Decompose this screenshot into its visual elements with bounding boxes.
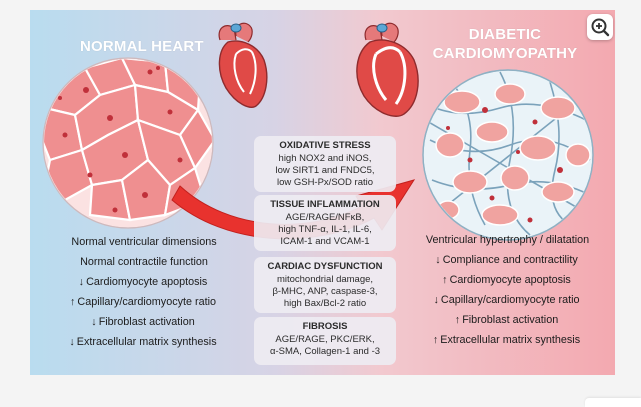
list-item-text: Cardiomyocyte apoptosis: [449, 274, 571, 286]
trend-arrow: ↑: [454, 314, 461, 326]
box-line: high Bax/Bcl-2 ratio: [283, 298, 367, 309]
normal-heart-title: NORMAL HEART: [80, 38, 204, 55]
list-item: Normal ventricular dimensions: [30, 232, 256, 252]
list-item-text: Extracellular matrix synthesis: [76, 336, 217, 348]
list-item-text: Normal contractile function: [80, 256, 208, 268]
oxidative-stress-box: OXIDATIVE STRESS high NOX2 and iNOS, low…: [254, 136, 396, 192]
box-line: low SIRT1 and FNDC5,: [275, 165, 375, 176]
trend-arrow: ↓: [78, 276, 85, 288]
cardiac-dysfunction-box: CARDIAC DYSFUNCTION mitochondrial damage…: [254, 257, 396, 313]
page-corner-tab: [585, 398, 641, 407]
box-heading: OXIDATIVE STRESS: [279, 140, 371, 151]
trend-arrow: ↑: [69, 296, 76, 308]
list-item: ↑Extracellular matrix synthesis: [398, 330, 615, 350]
list-item: ↓Capillary/cardiomyocyte ratio: [398, 290, 615, 310]
list-item: ↓Cardiomyocyte apoptosis: [30, 272, 256, 292]
box-line: low GSH-Px/SOD ratio: [276, 177, 374, 188]
trend-arrow: ↓: [433, 294, 439, 306]
box-line: AGE/RAGE, PKC/ERK,: [275, 334, 375, 345]
list-item-text: Normal ventricular dimensions: [71, 236, 217, 248]
box-line: AGE/RAGE/NFκB,: [285, 212, 365, 223]
normal-tissue-icon: [42, 57, 214, 229]
box-line: high TNF-α, IL-1, IL-6,: [278, 224, 372, 235]
list-item-text: Ventricular hypertrophy / dilatation: [425, 234, 590, 246]
diabetic-heart-icon: [356, 22, 419, 117]
normal-heart-features: Normal ventricular dimensions Normal con…: [30, 232, 256, 352]
trend-arrow: ↑: [442, 274, 448, 286]
illustration-layer: [42, 22, 594, 241]
list-item: Normal contractile function: [30, 252, 256, 272]
box-heading: FIBROSIS: [302, 321, 348, 332]
box-heading: TISSUE INFLAMMATION: [270, 199, 380, 210]
fibrosis-box: FIBROSIS AGE/RAGE, PKC/ERK, α-SMA, Colla…: [254, 317, 396, 365]
zoom-in-icon: [591, 18, 610, 37]
list-item-text: Cardiomyocyte apoptosis: [86, 276, 208, 288]
list-item-text: Capillary/cardiomyocyte ratio: [440, 294, 580, 306]
zoom-in-button[interactable]: [587, 14, 613, 40]
list-item-text: Fibroblast activation: [462, 314, 559, 326]
trend-arrow: ↓: [435, 254, 441, 266]
list-item: ↑Capillary/cardiomyocyte ratio: [30, 292, 256, 312]
list-item: ↑Fibroblast activation: [398, 310, 615, 330]
trend-arrow: ↓: [69, 336, 75, 348]
title-line-1: DIABETIC: [468, 26, 542, 43]
list-item-text: Extracellular matrix synthesis: [440, 334, 581, 346]
infographic-panel: NORMAL HEART DIABETIC CARDIOMYOPATHY OXI…: [30, 10, 615, 375]
title-line-2: CARDIOMYOPATHY: [432, 45, 578, 62]
list-item: ↑Cardiomyocyte apoptosis: [398, 270, 615, 290]
box-line: mitochondrial damage,: [276, 274, 374, 285]
box-line: β-MHC, ANP, caspase-3,: [272, 286, 378, 297]
trend-arrow: ↑: [432, 334, 439, 346]
tissue-inflammation-box: TISSUE INFLAMMATION AGE/RAGE/NFκB, high …: [254, 195, 396, 251]
list-item: Ventricular hypertrophy / dilatation: [398, 230, 615, 250]
trend-arrow: ↓: [91, 316, 97, 328]
normal-heart-icon: [218, 22, 268, 108]
list-item-text: Compliance and contractility: [442, 254, 578, 266]
list-item-text: Fibroblast activation: [98, 316, 195, 328]
diabetic-cardiomyopathy-features: Ventricular hypertrophy / dilatation ↓Co…: [398, 230, 615, 350]
list-item: ↓Extracellular matrix synthesis: [30, 332, 256, 352]
diabetic-tissue-icon: [422, 69, 594, 241]
list-item-text: Capillary/cardiomyocyte ratio: [77, 296, 216, 308]
box-line: high NOX2 and iNOS,: [278, 153, 372, 164]
box-line: ICAM-1 and VCAM-1: [280, 236, 370, 247]
list-item: ↓Fibroblast activation: [30, 312, 256, 332]
box-heading: CARDIAC DYSFUNCTION: [267, 261, 383, 272]
list-item: ↓Compliance and contractility: [398, 250, 615, 270]
box-line: α-SMA, Collagen-1 and -3: [269, 346, 381, 357]
diabetic-cardiomyopathy-title: DIABETIC CARDIOMYOPATHY: [425, 25, 585, 63]
